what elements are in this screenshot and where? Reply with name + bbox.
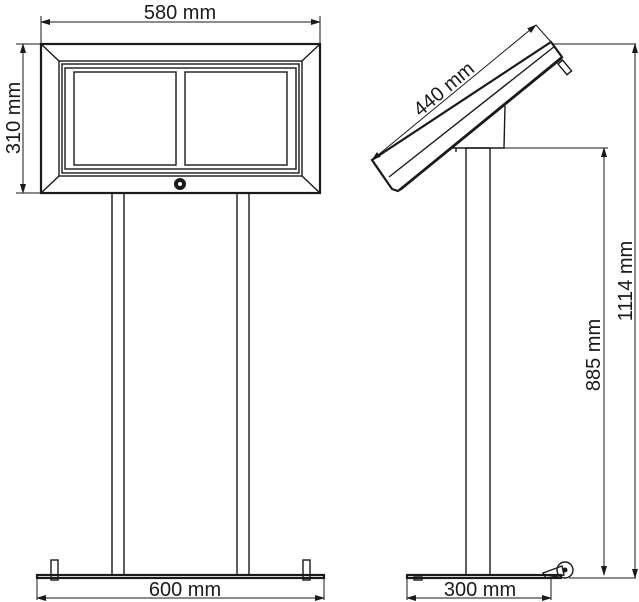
height-label: 310 mm xyxy=(3,82,25,154)
lock-icon xyxy=(174,178,186,190)
wheel-icon xyxy=(541,561,574,579)
glass-panel-right xyxy=(184,71,288,166)
width-label: 580 mm xyxy=(144,2,216,24)
post-right xyxy=(236,192,250,576)
front-view: 580 mm 310 mm 600 mm xyxy=(3,2,326,601)
side-view: 440 mm 1114 mm 885 mm 300 mm xyxy=(370,24,638,601)
total-height-label: 1114 mm xyxy=(615,241,637,321)
side-post xyxy=(465,147,491,576)
post-height-label: 885 mm xyxy=(583,319,605,391)
display-frame xyxy=(39,42,322,195)
glass-panel-left xyxy=(73,71,177,166)
base-label: 600 mm xyxy=(149,579,221,601)
post-left xyxy=(111,192,125,576)
base-plate xyxy=(35,573,326,580)
base-depth-label: 300 mm xyxy=(444,579,516,601)
side-base xyxy=(405,573,563,580)
panel-length-dimension xyxy=(371,24,537,161)
